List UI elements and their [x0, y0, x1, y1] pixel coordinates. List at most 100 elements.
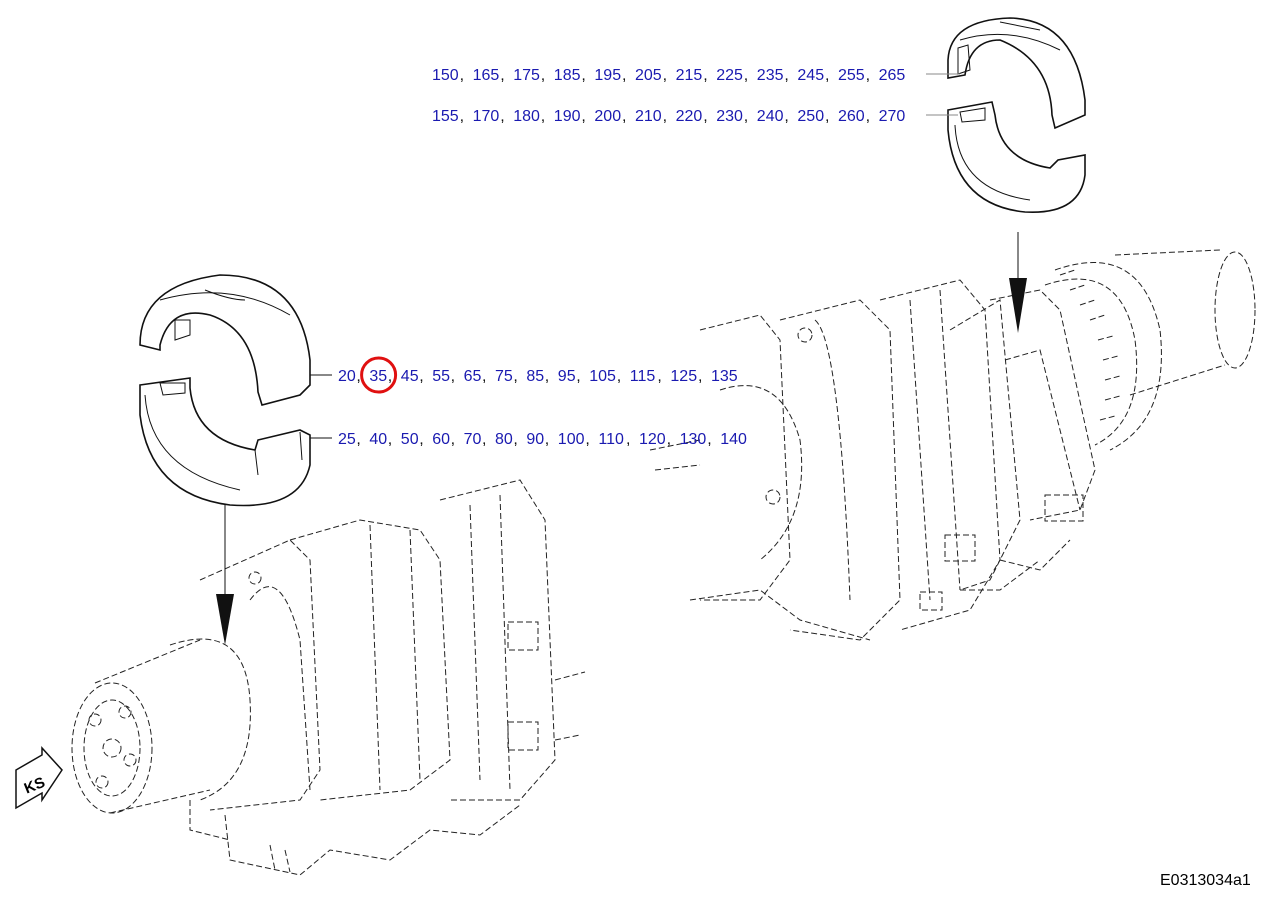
callout-210[interactable]: 210	[635, 108, 662, 125]
callout-225[interactable]: 225	[716, 67, 743, 84]
install-arrow-left	[216, 505, 234, 645]
callout-170[interactable]: 170	[473, 108, 500, 125]
callout-separator: ,	[356, 431, 360, 448]
callout-separator: ,	[500, 108, 504, 125]
callout-70[interactable]: 70	[464, 431, 482, 448]
callout-215[interactable]: 215	[676, 67, 703, 84]
callout-25[interactable]: 25	[338, 431, 356, 448]
callout-row-main-1: 20,35,45,55,65,75,85,95,105,115,125,135	[338, 368, 738, 385]
callout-35[interactable]: 35	[369, 368, 387, 385]
callout-separator: ,	[663, 108, 667, 125]
callout-75[interactable]: 75	[495, 368, 513, 385]
callout-110[interactable]: 110	[598, 431, 624, 448]
callout-190[interactable]: 190	[554, 108, 581, 125]
main-bearing-shells	[139, 274, 311, 507]
callout-220[interactable]: 220	[676, 108, 703, 125]
crankshaft-right	[649, 249, 1256, 641]
callout-separator: ,	[585, 431, 589, 448]
callout-separator: ,	[825, 108, 829, 125]
callout-separator: ,	[667, 431, 671, 448]
callout-separator: ,	[513, 431, 517, 448]
callout-230[interactable]: 230	[716, 108, 743, 125]
crankshaft-lower-left	[71, 479, 586, 876]
callout-row-upper-1: 150,165,175,185,195,205,215,225,235,245,…	[432, 67, 905, 84]
callout-separator: ,	[419, 368, 423, 385]
callout-separator: ,	[626, 431, 630, 448]
callout-row-upper-2: 155,170,180,190,200,210,220,230,240,250,…	[432, 108, 905, 125]
callout-65[interactable]: 65	[464, 368, 482, 385]
callout-20[interactable]: 20	[338, 368, 356, 385]
callout-separator: ,	[784, 108, 788, 125]
callout-60[interactable]: 60	[432, 431, 450, 448]
callout-270[interactable]: 270	[879, 108, 906, 125]
callout-155[interactable]: 155	[432, 108, 459, 125]
callout-95[interactable]: 95	[558, 368, 576, 385]
callout-140[interactable]: 140	[720, 431, 747, 448]
callout-260[interactable]: 260	[838, 108, 865, 125]
orientation-label: KS	[22, 774, 48, 798]
callout-separator: ,	[744, 67, 748, 84]
callout-separator: ,	[707, 431, 711, 448]
callout-150[interactable]: 150	[432, 67, 459, 84]
callout-separator: ,	[698, 368, 702, 385]
callout-130[interactable]: 130	[680, 431, 707, 448]
callout-separator: ,	[581, 108, 585, 125]
callout-265[interactable]: 265	[879, 67, 906, 84]
install-arrow-right	[1009, 232, 1027, 333]
callout-120[interactable]: 120	[639, 431, 666, 448]
callout-separator: ,	[451, 368, 455, 385]
callout-separator: ,	[744, 108, 748, 125]
callout-200[interactable]: 200	[594, 108, 621, 125]
callout-separator: ,	[657, 368, 661, 385]
callout-45[interactable]: 45	[401, 368, 419, 385]
callout-40[interactable]: 40	[369, 431, 387, 448]
callout-245[interactable]: 245	[797, 67, 824, 84]
callout-85[interactable]: 85	[526, 368, 544, 385]
callout-165[interactable]: 165	[473, 67, 500, 84]
callout-separator: ,	[576, 368, 580, 385]
callout-55[interactable]: 55	[432, 368, 450, 385]
callout-separator: ,	[460, 67, 464, 84]
callout-185[interactable]: 185	[554, 67, 581, 84]
callout-separator: ,	[581, 67, 585, 84]
callout-separator: ,	[545, 368, 549, 385]
callout-80[interactable]: 80	[495, 431, 513, 448]
callout-135[interactable]: 135	[711, 368, 738, 385]
callout-separator: ,	[356, 368, 360, 385]
callout-separator: ,	[545, 431, 549, 448]
callout-separator: ,	[500, 67, 504, 84]
highlight-circle	[360, 356, 398, 394]
callout-separator: ,	[866, 67, 870, 84]
callout-205[interactable]: 205	[635, 67, 662, 84]
callout-separator: ,	[617, 368, 621, 385]
callout-100[interactable]: 100	[558, 431, 585, 448]
document-id: E0313034a1	[1160, 872, 1251, 889]
callout-separator: ,	[513, 368, 517, 385]
callout-separator: ,	[622, 108, 626, 125]
callout-240[interactable]: 240	[757, 108, 784, 125]
callout-separator: ,	[388, 431, 392, 448]
callout-235[interactable]: 235	[757, 67, 784, 84]
callout-250[interactable]: 250	[797, 108, 824, 125]
conrod-bearing-shells	[947, 17, 1086, 213]
callout-separator: ,	[703, 108, 707, 125]
callout-separator: ,	[541, 67, 545, 84]
callout-separator: ,	[419, 431, 423, 448]
callout-255[interactable]: 255	[838, 67, 865, 84]
callout-180[interactable]: 180	[513, 108, 540, 125]
callout-separator: ,	[482, 368, 486, 385]
callout-separator: ,	[388, 368, 392, 385]
callout-90[interactable]: 90	[526, 431, 544, 448]
callout-50[interactable]: 50	[401, 431, 419, 448]
callout-115[interactable]: 115	[630, 368, 656, 385]
leader-lines	[310, 73, 960, 439]
callout-separator: ,	[541, 108, 545, 125]
callout-175[interactable]: 175	[513, 67, 540, 84]
callout-125[interactable]: 125	[670, 368, 697, 385]
callout-105[interactable]: 105	[589, 368, 616, 385]
callout-separator: ,	[663, 67, 667, 84]
callout-separator: ,	[784, 67, 788, 84]
callout-separator: ,	[482, 431, 486, 448]
callout-195[interactable]: 195	[594, 67, 621, 84]
